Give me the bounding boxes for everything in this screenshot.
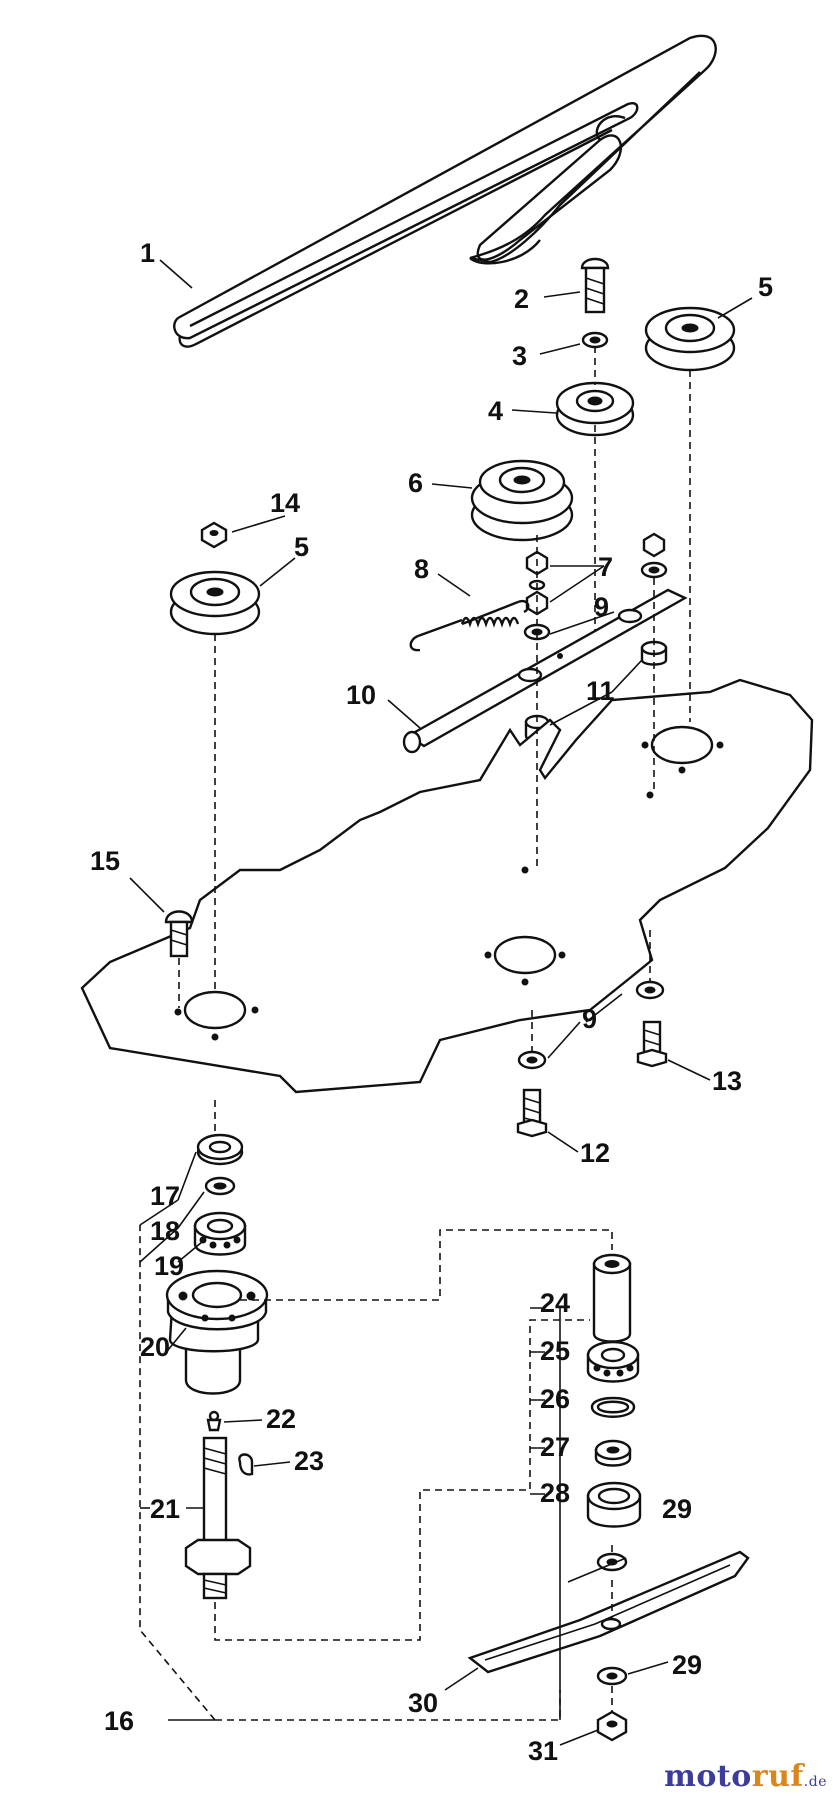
blade-nut (596, 1710, 628, 1742)
leader-lines (129, 259, 753, 1746)
callout-3: 3 (512, 341, 527, 371)
callout-labels: 1 2 3 4 5 6 7 8 9 10 11 14 5 15 9 13 12 … (90, 238, 773, 1766)
spindle-nut (200, 521, 228, 549)
callout-18: 18 (150, 1216, 180, 1246)
callout-19: 19 (154, 1251, 184, 1281)
tension-spring (409, 599, 530, 652)
callout-7: 7 (598, 552, 613, 582)
mower-blade (467, 1550, 750, 1674)
callout-16: 16 (104, 1706, 134, 1736)
woodruff-key (238, 1453, 254, 1476)
blade-washer (594, 1439, 632, 1467)
callout-31: 31 (528, 1736, 558, 1766)
snap-ring (590, 1396, 636, 1418)
callout-29-upper: 29 (662, 1494, 692, 1524)
callout-11: 11 (586, 676, 615, 706)
callout-6: 6 (408, 468, 423, 498)
callout-28: 28 (540, 1478, 570, 1508)
mower-deck (80, 678, 814, 1094)
spindle-bearing (193, 1211, 247, 1256)
spindle-washer (204, 1176, 236, 1196)
carriage-bolt (580, 257, 610, 314)
callout-9-lower: 9 (582, 1004, 597, 1034)
callout-15: 15 (90, 846, 120, 876)
spindle-pulley-left (169, 570, 261, 636)
hex-bolt-13 (636, 1020, 668, 1068)
watermark-part2: ruf (751, 1759, 804, 1794)
callout-5-right: 5 (758, 272, 773, 302)
callout-1: 1 (140, 238, 155, 268)
blade-bearing (586, 1340, 640, 1383)
spindle-shaft (184, 1436, 252, 1600)
callout-5-left: 5 (294, 532, 309, 562)
callout-14: 14 (270, 488, 300, 518)
callout-8: 8 (414, 554, 429, 584)
assembly-centerlines (178, 346, 691, 1712)
watermark-part3: .de (803, 1774, 827, 1790)
callout-30: 30 (408, 1688, 438, 1718)
double-pulley (470, 459, 574, 542)
callout-22: 22 (266, 1404, 296, 1434)
spindle-pulley-right (644, 306, 736, 372)
blade-adapter (586, 1481, 642, 1528)
motoruf-watermark: motoruf.de (664, 1759, 827, 1794)
callout-23: 23 (294, 1446, 324, 1476)
callout-4: 4 (488, 396, 503, 426)
lock-washer-lower (596, 1666, 628, 1686)
idler-arm (402, 588, 688, 754)
callout-24: 24 (540, 1288, 570, 1318)
callout-9-upper: 9 (594, 592, 609, 622)
callout-20: 20 (140, 1332, 170, 1362)
callout-27: 27 (540, 1432, 570, 1462)
deck-bolt (164, 910, 194, 958)
callout-29-lower: 29 (672, 1650, 702, 1680)
callout-10: 10 (346, 680, 376, 710)
watermark-part1: moto (664, 1759, 752, 1794)
washer (581, 331, 609, 349)
callout-26: 26 (540, 1384, 570, 1414)
callout-25: 25 (540, 1336, 570, 1366)
callout-21: 21 (150, 1494, 180, 1524)
spindle-seal (196, 1133, 244, 1166)
grease-fitting (206, 1410, 222, 1432)
spindle-housing (165, 1269, 269, 1395)
idler-pulley (555, 381, 635, 437)
callout-17: 17 (150, 1181, 180, 1211)
callout-12: 12 (580, 1138, 610, 1168)
callout-2: 2 (514, 284, 529, 314)
callout-13: 13 (712, 1066, 742, 1096)
hex-bolt-12 (516, 1088, 548, 1138)
spacer-tube (592, 1253, 632, 1343)
washers-lower (517, 980, 665, 1070)
v-belt (173, 34, 717, 348)
